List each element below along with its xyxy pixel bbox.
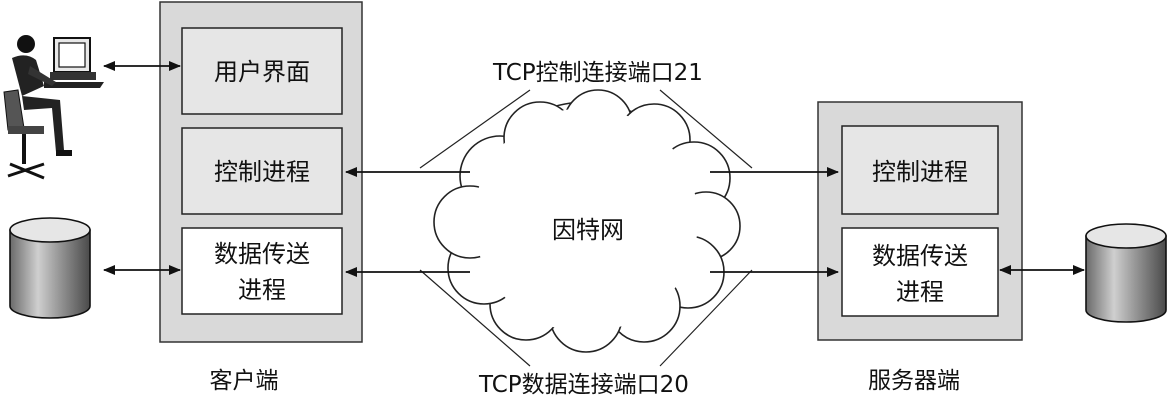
- server-data-label-line1: 数据传送: [872, 242, 968, 270]
- client-control-label: 控制进程: [214, 158, 310, 186]
- data-connection-label: TCP数据连接端口20: [478, 372, 689, 398]
- client-data-label-line2: 进程: [238, 276, 286, 304]
- client-ui-label: 用户界面: [214, 58, 310, 86]
- client-caption: 客户端: [210, 368, 279, 394]
- server-data-label-line2: 进程: [896, 278, 944, 306]
- server-data-box: [841, 227, 999, 317]
- control-label-leaders: [419, 89, 753, 169]
- internet-label: 因特网: [552, 216, 624, 244]
- database-cylinder-icon: [9, 217, 91, 319]
- user-at-computer-icon: [3, 35, 104, 180]
- control-connection-label: TCP控制连接端口21: [492, 60, 703, 86]
- server-control-box: [841, 125, 999, 215]
- server-control-label: 控制进程: [872, 158, 968, 186]
- internet-cloud-icon: [433, 89, 741, 353]
- client-data-label-line1: 数据传送: [214, 240, 310, 268]
- server-caption: 服务器端: [868, 368, 960, 394]
- client-control-box: [181, 127, 343, 215]
- client-data-box: [181, 227, 343, 315]
- database-cylinder-icon: [1085, 223, 1167, 323]
- data-label-leaders: [419, 269, 753, 367]
- client-ui-box: [181, 27, 343, 115]
